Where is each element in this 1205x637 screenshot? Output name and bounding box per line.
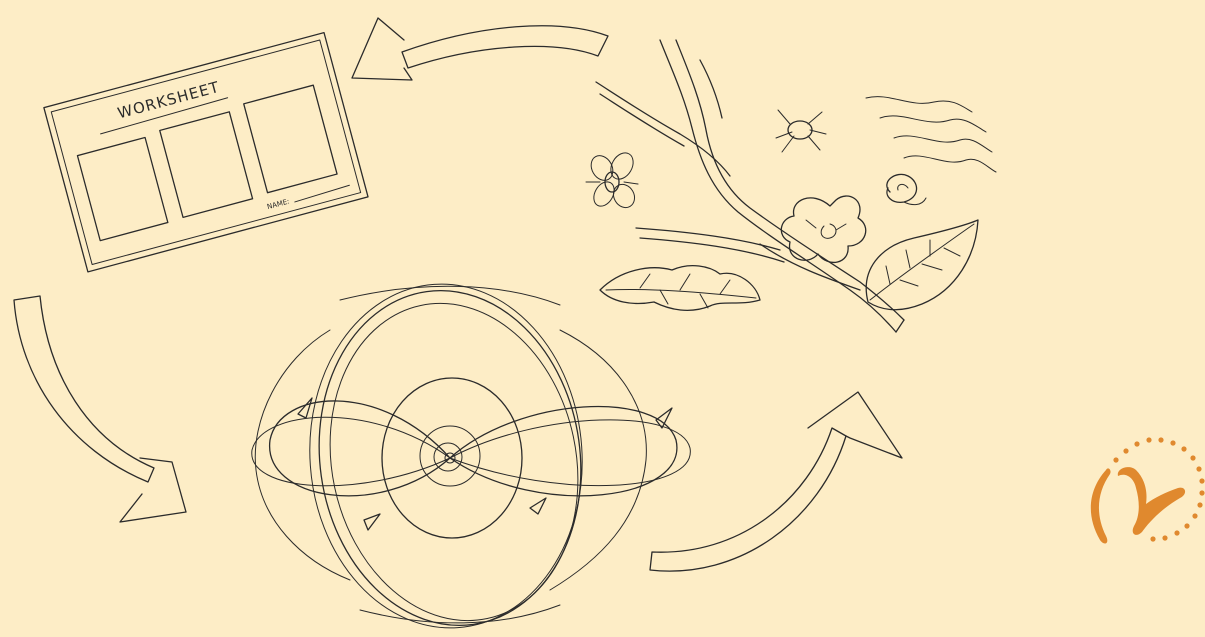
snail-drawing <box>886 173 927 206</box>
worksheet-name-line <box>294 184 350 203</box>
flower-drawing <box>780 195 867 264</box>
oak-leaf-drawing <box>599 264 761 312</box>
branch-drawing <box>595 39 905 333</box>
worksheet-page-inner <box>50 39 362 266</box>
worksheet-sketch: WORKSHEET NAME: <box>43 31 369 273</box>
worksheet-box-1 <box>76 136 169 242</box>
arrow-worksheet-to-thinking <box>13 295 187 523</box>
logo-left-arc <box>1090 468 1111 544</box>
worksheet-title-underline <box>100 97 229 135</box>
logo-k-stroke <box>1117 467 1186 535</box>
worksheet-box-2 <box>159 111 254 219</box>
worksheet-page <box>43 31 369 273</box>
worksheet-box-3 <box>243 84 338 194</box>
nature-sketch <box>585 39 997 333</box>
k-circle-logo-icon <box>1090 437 1205 544</box>
arrow-thinking-to-nature <box>649 391 903 572</box>
logo-dotted-arc <box>1113 437 1205 542</box>
wind-lines <box>865 96 997 173</box>
worksheet-name-label: NAME: <box>266 197 290 211</box>
thinking-spiral <box>251 283 691 629</box>
leaf-drawing <box>865 219 979 311</box>
bee-drawing <box>585 152 639 209</box>
spider-drawing <box>775 109 827 153</box>
arrow-nature-to-worksheet <box>351 17 609 81</box>
